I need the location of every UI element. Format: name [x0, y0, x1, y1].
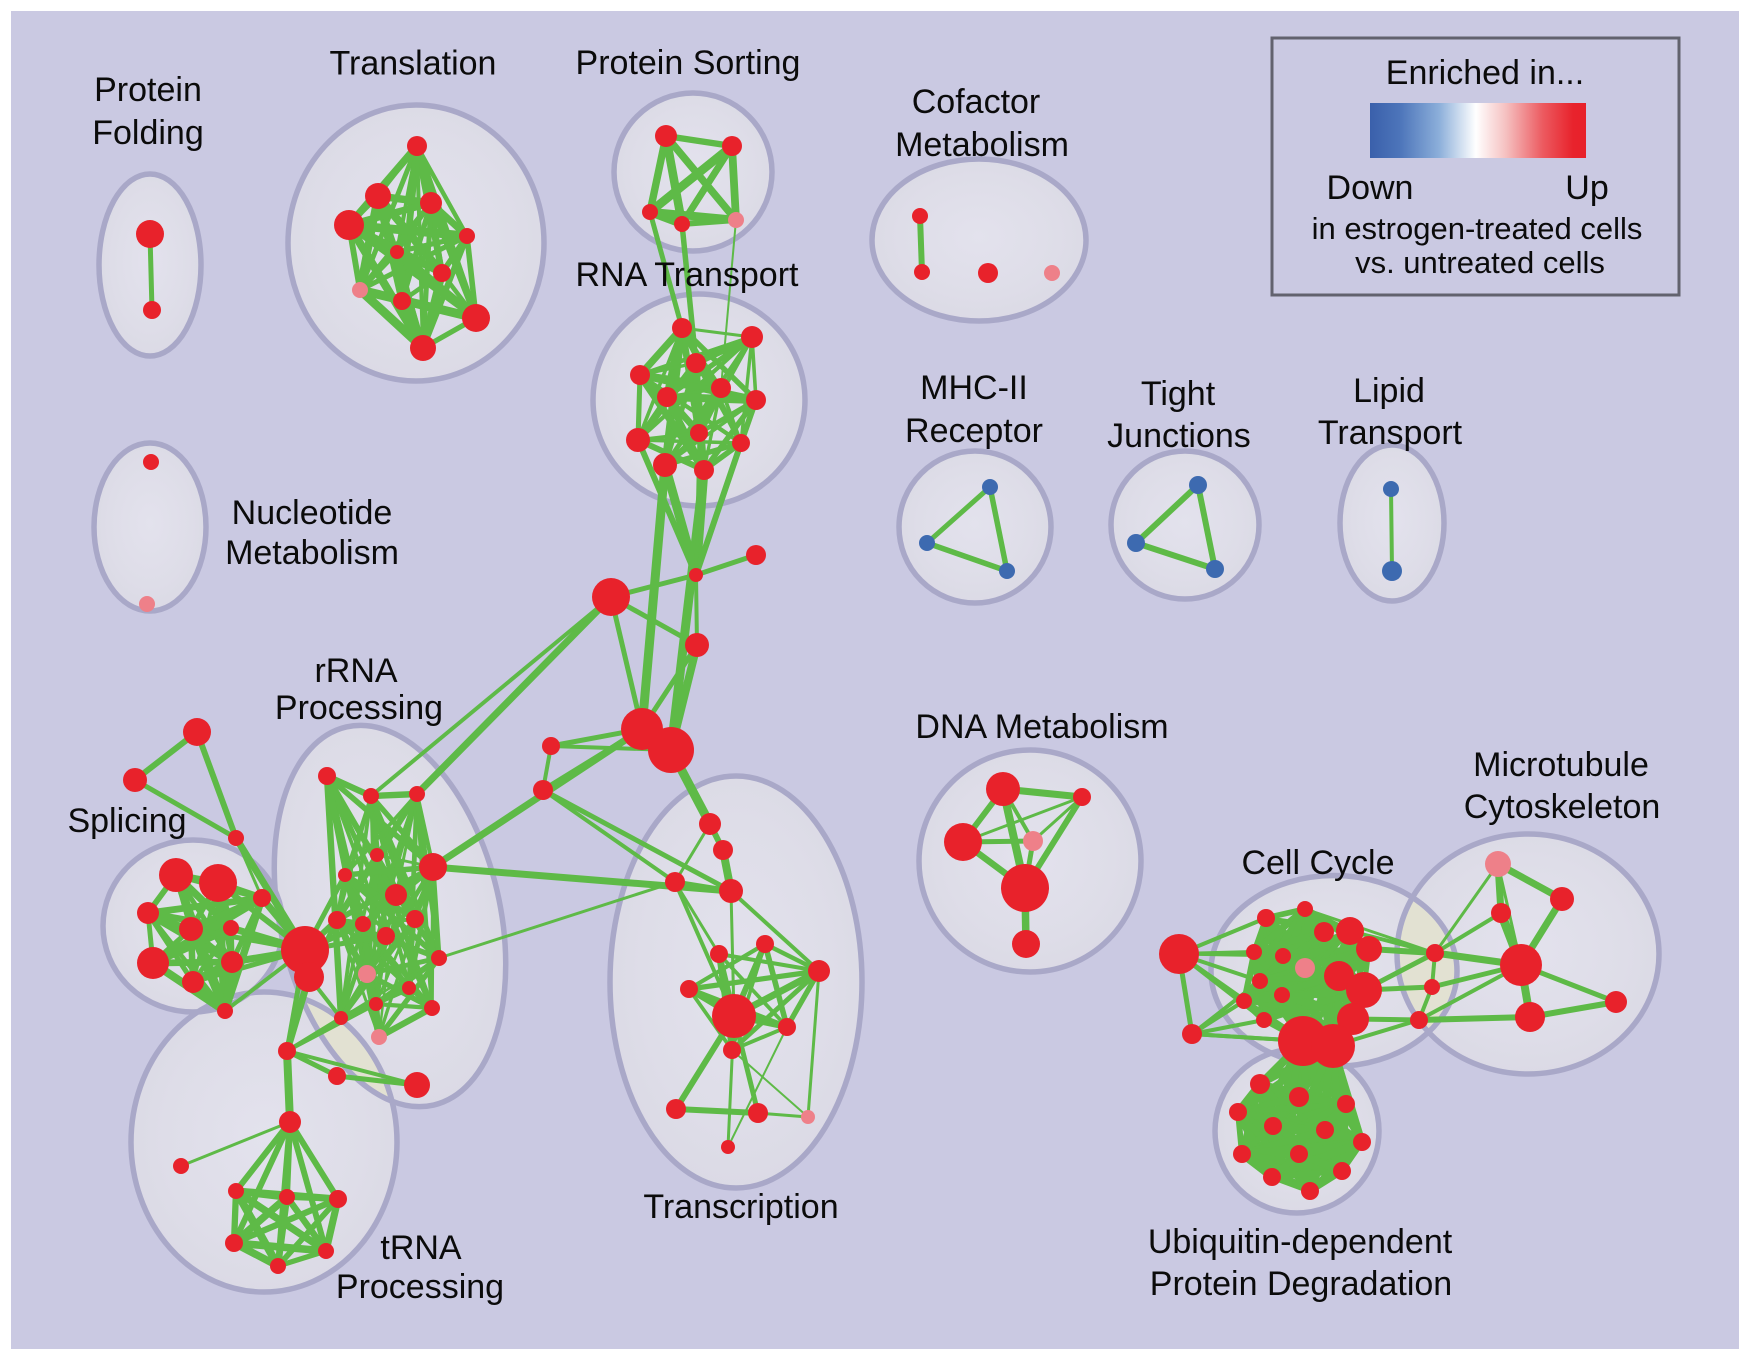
svg-text:Translation: Translation: [330, 45, 497, 83]
svg-text:Microtubule: Microtubule: [1473, 746, 1649, 784]
svg-text:Cofactor: Cofactor: [912, 83, 1041, 121]
svg-text:Ubiquitin-dependent: Ubiquitin-dependent: [1148, 1223, 1453, 1261]
svg-text:Transcription: Transcription: [643, 1188, 838, 1226]
svg-text:in estrogen-treated cells: in estrogen-treated cells: [1312, 211, 1643, 246]
svg-text:Enriched in...: Enriched in...: [1386, 54, 1584, 92]
svg-text:Processing: Processing: [336, 1268, 504, 1306]
svg-text:Cell Cycle: Cell Cycle: [1241, 844, 1394, 882]
svg-text:Down: Down: [1327, 169, 1414, 207]
svg-text:DNA Metabolism: DNA Metabolism: [915, 708, 1168, 746]
svg-text:Transport: Transport: [1318, 414, 1463, 452]
svg-text:Up: Up: [1565, 169, 1608, 207]
svg-text:Splicing: Splicing: [67, 802, 186, 840]
svg-text:tRNA: tRNA: [380, 1229, 462, 1267]
svg-text:Protein Sorting: Protein Sorting: [576, 44, 801, 82]
svg-text:Receptor: Receptor: [905, 412, 1043, 450]
svg-text:Lipid: Lipid: [1353, 372, 1425, 410]
svg-text:Junctions: Junctions: [1107, 417, 1251, 455]
svg-text:Folding: Folding: [92, 114, 204, 152]
svg-text:Protein Degradation: Protein Degradation: [1150, 1265, 1452, 1303]
svg-text:Metabolism: Metabolism: [225, 534, 399, 572]
svg-text:rRNA: rRNA: [314, 652, 397, 690]
svg-text:vs. untreated cells: vs. untreated cells: [1355, 245, 1605, 280]
svg-text:RNA Transport: RNA Transport: [576, 256, 800, 294]
svg-text:Cytoskeleton: Cytoskeleton: [1464, 788, 1661, 826]
svg-text:Nucleotide: Nucleotide: [232, 494, 393, 532]
svg-text:Protein: Protein: [94, 71, 202, 109]
svg-text:MHC-II: MHC-II: [920, 369, 1028, 407]
svg-text:Metabolism: Metabolism: [895, 126, 1069, 164]
svg-text:Processing: Processing: [275, 689, 443, 727]
svg-text:Tight: Tight: [1141, 375, 1216, 413]
